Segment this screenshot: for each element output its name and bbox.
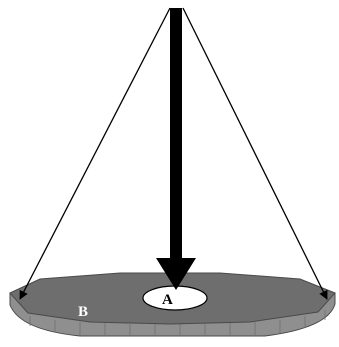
label-region-a: A (162, 292, 173, 308)
central-arrow-shaft (170, 8, 182, 260)
right-diagonal-arrow (183, 8, 327, 299)
center-region-a (143, 286, 207, 310)
left-diagonal-arrow (20, 8, 170, 299)
label-region-b: B (78, 304, 88, 320)
